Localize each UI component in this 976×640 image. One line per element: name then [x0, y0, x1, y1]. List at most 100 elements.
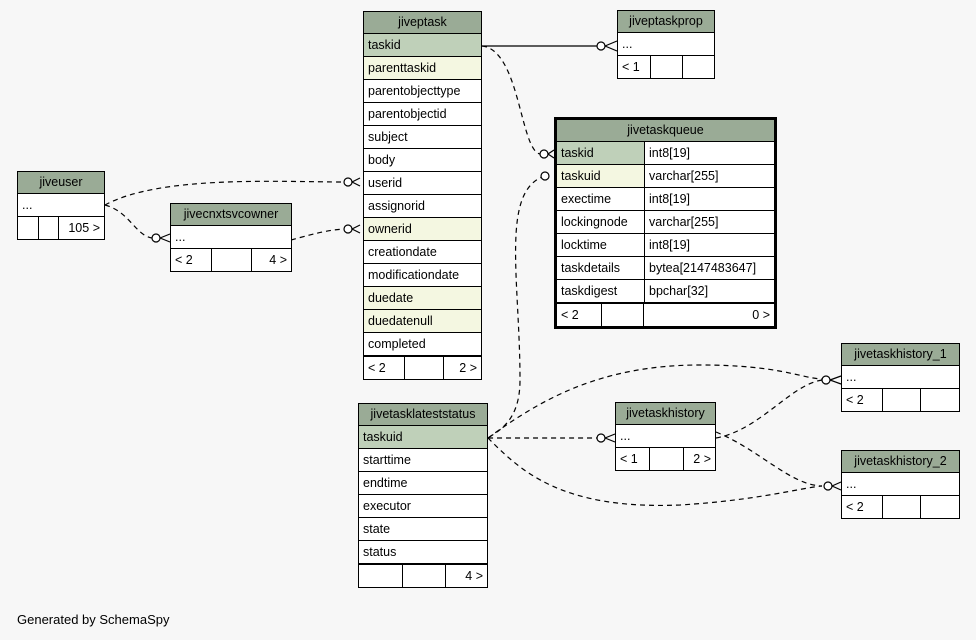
table-row: status	[359, 541, 487, 564]
edge-jivecnxtsvcowner-ownerid	[290, 228, 345, 241]
table-row: taskdetails bytea[2147483647]	[557, 257, 774, 280]
column-name: taskid	[561, 146, 594, 160]
footer-cell: 105 >	[68, 221, 100, 235]
table-row: ...	[18, 194, 104, 217]
footer-cell: < 1	[618, 56, 651, 78]
table-jivetaskhistory[interactable]: jivetaskhistory ... < 1 2 >	[615, 402, 716, 471]
table-row: creationdate	[364, 241, 481, 264]
column-type: bytea[2147483647]	[644, 257, 774, 279]
footer-cell: 0 >	[752, 308, 770, 322]
table-row: assignorid	[364, 195, 481, 218]
table-row: state	[359, 518, 487, 541]
table-title: jivetaskqueue	[557, 120, 774, 142]
table-jivetaskqueue[interactable]: jivetaskqueue taskid int8[19] taskuid va…	[554, 117, 777, 329]
table-jiveptask[interactable]: jiveptask taskid parenttaskid parentobje…	[363, 11, 482, 380]
table-row: exectime int8[19]	[557, 188, 774, 211]
table-title: jiveptask	[364, 12, 481, 34]
footer-cell	[602, 304, 644, 326]
table-row: taskuid varchar[255]	[557, 165, 774, 188]
table-jivecnxtsvcowner[interactable]: jivecnxtsvcowner ... < 2 4 >	[170, 203, 292, 272]
column-type: int8[19]	[644, 142, 774, 164]
table-jiveuser[interactable]: jiveuser ... 105 >	[17, 171, 105, 240]
table-row: ...	[171, 226, 291, 249]
footer-cell: 4 >	[465, 569, 483, 583]
column-type: varchar[255]	[644, 211, 774, 233]
footer-cell	[18, 217, 39, 239]
footer-cell: 2 >	[459, 361, 477, 375]
edge-taskhistory-taskhistory2	[715, 431, 823, 487]
footer-cell	[883, 389, 921, 411]
footer-cell	[403, 565, 446, 587]
edge-taskid-jivetaskqueue	[481, 45, 541, 155]
footer-cell	[883, 496, 921, 518]
table-row: parenttaskid	[364, 57, 481, 80]
footer-cell	[651, 56, 683, 78]
footer-cell: < 2	[842, 496, 883, 518]
column-type: int8[19]	[644, 188, 774, 210]
table-row: starttime	[359, 449, 487, 472]
table-title: jivetaskhistory	[616, 403, 715, 425]
table-row: lockingnode varchar[255]	[557, 211, 774, 234]
footer-cell: 2 >	[693, 452, 711, 466]
table-row: subject	[364, 126, 481, 149]
edge-jiveuser-jivecnxtsvcowner	[104, 204, 153, 239]
footer-cell	[683, 56, 714, 78]
table-title: jivetasklateststatus	[359, 404, 487, 426]
footer-cell	[405, 357, 444, 379]
edge-lateststatus-taskhistory1	[487, 364, 823, 439]
table-title: jiveuser	[18, 172, 104, 194]
table-row: taskuid	[359, 426, 487, 449]
table-jiveptaskprop[interactable]: jiveptaskprop ... < 1	[617, 10, 715, 79]
table-row: duedate	[364, 287, 481, 310]
edge-jiveuser-userid	[104, 180, 345, 206]
table-row: endtime	[359, 472, 487, 495]
footer-cell: < 2	[557, 304, 602, 326]
table-row: ...	[842, 366, 959, 389]
column-name: exectime	[561, 192, 612, 206]
column-name: taskuid	[561, 169, 601, 183]
generated-by-label: Generated by SchemaSpy	[17, 612, 170, 627]
table-row: taskdigest bpchar[32]	[557, 280, 774, 303]
column-name: lockingnode	[561, 215, 628, 229]
footer-cell	[650, 448, 684, 470]
edge-lateststatus-taskhistory2	[487, 437, 823, 507]
footer-cell	[921, 389, 959, 411]
table-row: ownerid	[364, 218, 481, 241]
edge-taskhistory-taskhistory1	[715, 379, 823, 439]
table-title: jivetaskhistory_1	[842, 344, 959, 366]
column-name: locktime	[561, 238, 607, 252]
column-type: varchar[255]	[644, 165, 774, 187]
table-jivetaskhistory-2[interactable]: jivetaskhistory_2 ... < 2	[841, 450, 960, 519]
table-row: duedatenull	[364, 310, 481, 333]
column-name: taskdigest	[561, 284, 618, 298]
table-row: body	[364, 149, 481, 172]
column-name: taskdetails	[561, 261, 621, 275]
column-type: bpchar[32]	[644, 280, 774, 302]
table-jivetasklateststatus[interactable]: jivetasklateststatus taskuid starttime e…	[358, 403, 488, 588]
table-jivetaskhistory-1[interactable]: jivetaskhistory_1 ... < 2	[841, 343, 960, 412]
table-title: jivecnxtsvcowner	[171, 204, 291, 226]
footer-cell	[212, 249, 252, 271]
footer-cell	[39, 217, 59, 239]
table-row: parentobjectid	[364, 103, 481, 126]
edge-taskuid-jivetasklateststatus	[487, 175, 546, 439]
footer-cell	[921, 496, 959, 518]
table-row: ...	[618, 33, 714, 56]
footer-cell: < 2	[171, 249, 212, 271]
footer-cell: < 2	[842, 389, 883, 411]
table-row: completed	[364, 333, 481, 356]
footer-cell	[359, 565, 403, 587]
table-title: jivetaskhistory_2	[842, 451, 959, 473]
table-row: ...	[616, 425, 715, 448]
table-row: modificationdate	[364, 264, 481, 287]
table-row: locktime int8[19]	[557, 234, 774, 257]
table-row: ...	[842, 473, 959, 496]
footer-cell: < 1	[616, 448, 650, 470]
footer-cell: 4 >	[269, 253, 287, 267]
footer-cell: < 2	[364, 357, 405, 379]
column-type: int8[19]	[644, 234, 774, 256]
table-row: userid	[364, 172, 481, 195]
table-row: executor	[359, 495, 487, 518]
table-row: taskid int8[19]	[557, 142, 774, 165]
